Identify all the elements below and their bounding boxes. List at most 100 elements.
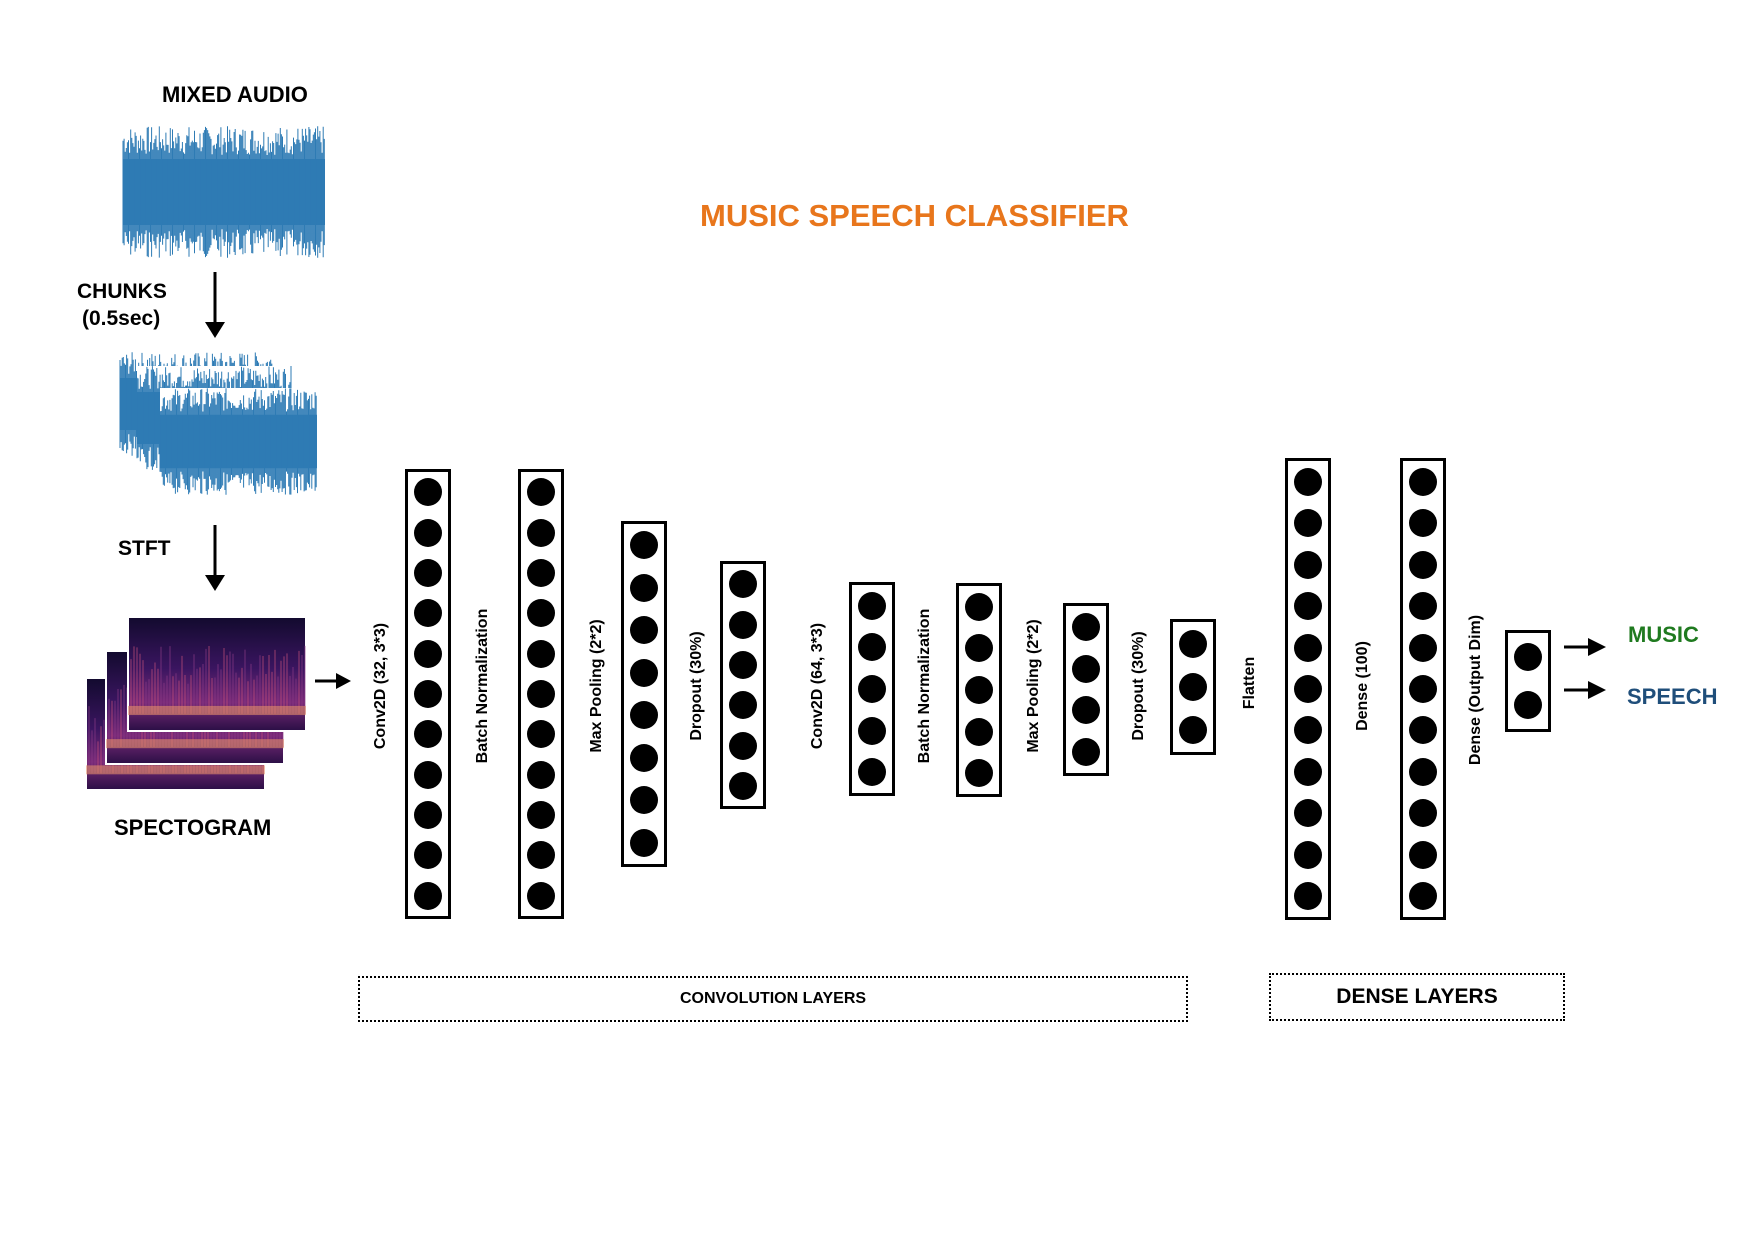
neuron — [527, 599, 555, 628]
neuron — [414, 639, 442, 668]
neuron — [1294, 716, 1322, 745]
neuron — [1294, 840, 1322, 869]
neuron — [729, 610, 757, 639]
neuron — [630, 701, 658, 730]
neuron — [1294, 467, 1322, 496]
layer-9 — [1285, 458, 1331, 920]
neuron — [1409, 840, 1437, 869]
layer-label-2: Batch Normalization — [474, 608, 491, 764]
neuron — [414, 881, 442, 910]
neuron — [729, 771, 757, 800]
neuron — [965, 676, 993, 704]
neuron — [1409, 716, 1437, 745]
neuron — [630, 573, 658, 602]
neuron — [1294, 633, 1322, 662]
neuron — [630, 786, 658, 815]
neuron — [858, 675, 886, 703]
music-arrow-icon — [1564, 638, 1606, 656]
neuron — [414, 760, 442, 789]
neuron — [1409, 799, 1437, 828]
neuron — [729, 691, 757, 720]
layer-1 — [405, 469, 451, 919]
neuron — [1072, 738, 1100, 767]
neuron — [1409, 882, 1437, 911]
layer-label-8: Dropout (30%) — [1130, 631, 1147, 741]
neuron — [965, 634, 993, 663]
input-arrow-icon — [315, 673, 351, 689]
neuron — [1294, 509, 1322, 538]
neuron — [630, 743, 658, 772]
layer-label-6: Batch Normalization — [916, 608, 933, 764]
neuron — [414, 599, 442, 628]
neuron — [1409, 467, 1437, 496]
neuron — [1294, 882, 1322, 911]
mixed-audio-waveform — [122, 126, 325, 258]
neuron — [414, 518, 442, 547]
neuron — [527, 801, 555, 830]
neuron — [1294, 550, 1322, 579]
neuron — [965, 759, 993, 788]
dense-layers-label: DENSE LAYERS — [1336, 985, 1498, 1008]
chunks-duration-label: (0.5sec) — [82, 307, 161, 330]
convolution-layers-label: CONVOLUTION LAYERS — [679, 990, 867, 1007]
layer-11 — [1505, 630, 1551, 732]
neuron — [1409, 633, 1437, 662]
convolution-layers-group: CONVOLUTION LAYERS — [358, 976, 1188, 1022]
neuron — [858, 716, 886, 745]
mixed-audio-label: MIXED AUDIO — [162, 82, 308, 107]
audio-chunks-waveforms — [119, 352, 317, 495]
stft-arrow-icon — [205, 525, 225, 591]
neuron — [1514, 643, 1542, 671]
neuron — [1072, 696, 1100, 725]
neuron — [527, 478, 555, 507]
neuron — [729, 570, 757, 599]
neuron — [1294, 592, 1322, 621]
dense-layers-group: DENSE LAYERS — [1269, 973, 1565, 1021]
neuron — [630, 616, 658, 645]
neuron — [414, 841, 442, 870]
layer-4 — [720, 561, 766, 809]
neuron — [414, 801, 442, 830]
neuron — [527, 881, 555, 910]
neuron — [965, 592, 993, 621]
neuron — [1179, 629, 1207, 658]
neuron — [1294, 757, 1322, 786]
layer-6 — [956, 583, 1002, 797]
layer-label-7: Max Pooling (2*2) — [1025, 619, 1042, 753]
neuron — [630, 658, 658, 687]
layer-label-11: Dense (Output Dim) — [1467, 614, 1484, 766]
layer-5 — [849, 582, 895, 796]
neuron — [1409, 592, 1437, 621]
neuron — [1072, 654, 1100, 683]
neuron — [858, 591, 886, 620]
neuron — [729, 731, 757, 760]
layer-2 — [518, 469, 564, 919]
neuron — [965, 717, 993, 746]
neuron — [1179, 673, 1207, 701]
neuron — [1409, 757, 1437, 786]
neuron — [527, 841, 555, 870]
neuron — [414, 720, 442, 749]
layer-label-4: Dropout (30%) — [688, 631, 705, 741]
neuron — [1179, 716, 1207, 745]
neuron — [1514, 691, 1542, 719]
neuron — [1409, 509, 1437, 538]
layer-label-9: Flatten — [1241, 656, 1258, 710]
layer-label-1: Conv2D (32, 3*3) — [372, 622, 389, 750]
layer-3 — [621, 521, 667, 867]
spectrogram-stack — [85, 616, 307, 791]
layer-label-3: Max Pooling (2*2) — [588, 619, 605, 753]
neuron — [630, 828, 658, 857]
spectogram-label: SPECTOGRAM — [114, 815, 272, 840]
neuron — [858, 633, 886, 662]
neuron — [414, 558, 442, 587]
neuron — [527, 680, 555, 708]
layer-7 — [1063, 603, 1109, 776]
neuron — [729, 650, 757, 679]
neuron — [527, 760, 555, 789]
neuron — [414, 680, 442, 708]
speech-arrow-icon — [1564, 681, 1606, 699]
chunks-label: CHUNKS — [77, 280, 167, 303]
layer-10 — [1400, 458, 1446, 920]
